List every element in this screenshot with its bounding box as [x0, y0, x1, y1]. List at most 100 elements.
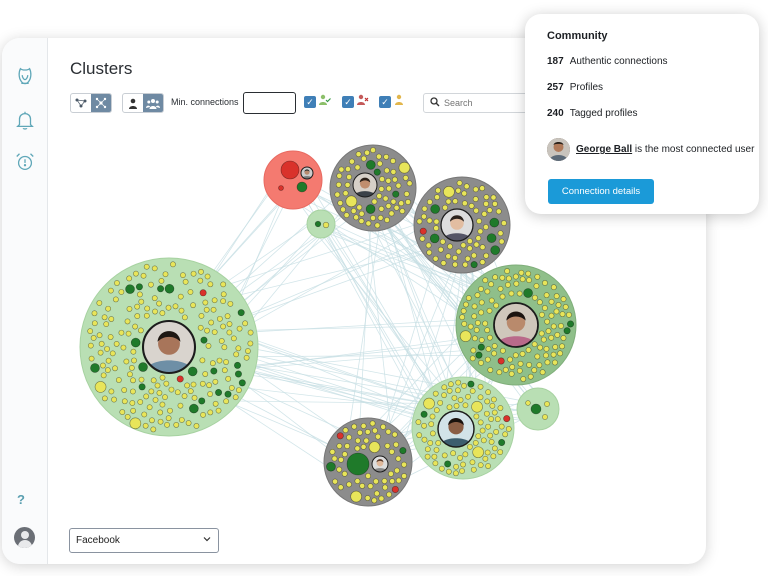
- profile-dot: [113, 341, 120, 347]
- profile-avatar[interactable]: [440, 208, 474, 242]
- fake-filter-checkbox[interactable]: ✓: [342, 96, 354, 108]
- profile-avatar[interactable]: [493, 302, 539, 348]
- profile-dot: [386, 185, 392, 192]
- profile-dot: [386, 491, 392, 498]
- most-connected-name[interactable]: George Ball: [576, 144, 633, 155]
- profile-dot: [419, 235, 426, 242]
- cluster-gray-bottom[interactable]: [323, 417, 413, 507]
- profile-dot: [559, 343, 565, 350]
- profile-dot: [485, 463, 491, 469]
- profile-avatar[interactable]: [371, 455, 389, 473]
- profile-dot: [135, 283, 143, 291]
- profile-dot: [445, 198, 452, 205]
- profile-dot: [371, 497, 378, 504]
- profile-dot: [143, 263, 150, 270]
- profile-avatar[interactable]: [437, 410, 475, 448]
- profile-dot: [342, 190, 349, 197]
- cluster-green-bottom-right[interactable]: [411, 376, 515, 480]
- profile-dot: [137, 291, 143, 298]
- profile-dot: [107, 287, 114, 294]
- profile-dot: [553, 293, 560, 299]
- search-input[interactable]: [444, 96, 534, 110]
- profile-dot: [461, 320, 468, 327]
- profile-dot: [527, 373, 534, 380]
- profile-dot: [560, 296, 567, 303]
- profile-dot: [91, 320, 98, 327]
- cluster-small-green-top[interactable]: [306, 209, 336, 239]
- profile-dot: [489, 217, 500, 228]
- profile-dot: [426, 249, 433, 256]
- profile-dot: [247, 340, 254, 347]
- profile-dot: [421, 205, 428, 212]
- profile-dot: [398, 161, 411, 174]
- profile-dot: [497, 285, 504, 292]
- profile-dot: [495, 208, 502, 215]
- profile-dot: [378, 205, 385, 212]
- profile-dot: [477, 394, 484, 401]
- profile-dot: [419, 227, 427, 235]
- profile-dot: [560, 335, 567, 341]
- profile-dot: [483, 410, 490, 417]
- profile-dot: [121, 398, 128, 405]
- profile-dot: [151, 265, 158, 272]
- profile-dot: [472, 186, 479, 193]
- owl-logo-icon[interactable]: [13, 64, 37, 88]
- profile-avatar[interactable]: [300, 166, 314, 180]
- profile-dot: [164, 421, 170, 428]
- tagged-filter-checkbox[interactable]: ✓: [379, 96, 391, 108]
- cluster-red[interactable]: [263, 150, 323, 210]
- profile-dot: [513, 280, 520, 287]
- cluster-gray-top[interactable]: [329, 144, 417, 232]
- authentic-filter-checkbox[interactable]: ✓: [304, 96, 316, 108]
- profile-dot: [447, 243, 453, 250]
- cluster-small-green-right[interactable]: [516, 387, 560, 431]
- min-connections-input[interactable]: [243, 92, 296, 114]
- bell-icon[interactable]: [13, 108, 37, 132]
- network-select[interactable]: Facebook: [69, 528, 219, 553]
- most-connected-avatar[interactable]: [547, 138, 570, 161]
- cluster-large-left[interactable]: [79, 257, 259, 437]
- profile-dot: [415, 419, 422, 425]
- cluster-dark-green-right[interactable]: [455, 264, 577, 386]
- profile-dot: [483, 252, 490, 259]
- profile-dot: [478, 359, 484, 366]
- profile-dot: [220, 323, 226, 330]
- profile-dot: [457, 455, 463, 461]
- profile-avatar[interactable]: [352, 172, 378, 198]
- profile-dot: [235, 345, 242, 352]
- profile-dot: [202, 299, 209, 306]
- profile-avatar[interactable]: [141, 319, 197, 375]
- help-icon[interactable]: ?: [17, 492, 25, 507]
- profile-dot: [467, 323, 474, 330]
- community-title: Community: [547, 30, 608, 42]
- profile-dot: [385, 428, 392, 435]
- profile-dot: [233, 351, 240, 358]
- profile-dot: [483, 224, 489, 230]
- cluster-layout-icon[interactable]: [91, 94, 111, 112]
- graph-layout-icon[interactable]: [71, 94, 91, 112]
- profile-dot: [90, 363, 100, 373]
- profile-dot: [181, 314, 188, 321]
- profile-dot: [519, 276, 526, 283]
- profile-dot: [472, 440, 479, 446]
- clusters-layer: [79, 144, 577, 507]
- profile-dot: [390, 198, 397, 205]
- profile-dot: [227, 300, 234, 307]
- user-avatar-icon[interactable]: [14, 527, 35, 548]
- profile-dot: [178, 417, 185, 423]
- group-users-icon[interactable]: [143, 94, 163, 112]
- single-user-icon[interactable]: [123, 94, 143, 112]
- profile-dot: [365, 220, 372, 227]
- alarm-clock-icon[interactable]: [13, 150, 37, 174]
- profile-dot: [512, 273, 519, 280]
- profile-dot: [532, 294, 538, 301]
- profile-dot: [108, 316, 115, 322]
- cluster-gray-right[interactable]: [413, 176, 511, 274]
- profile-dot: [350, 490, 362, 503]
- profile-dot: [363, 437, 370, 444]
- connection-details-button[interactable]: Connection details: [548, 179, 654, 204]
- profile-dot: [101, 314, 108, 321]
- profile-dot: [433, 218, 440, 225]
